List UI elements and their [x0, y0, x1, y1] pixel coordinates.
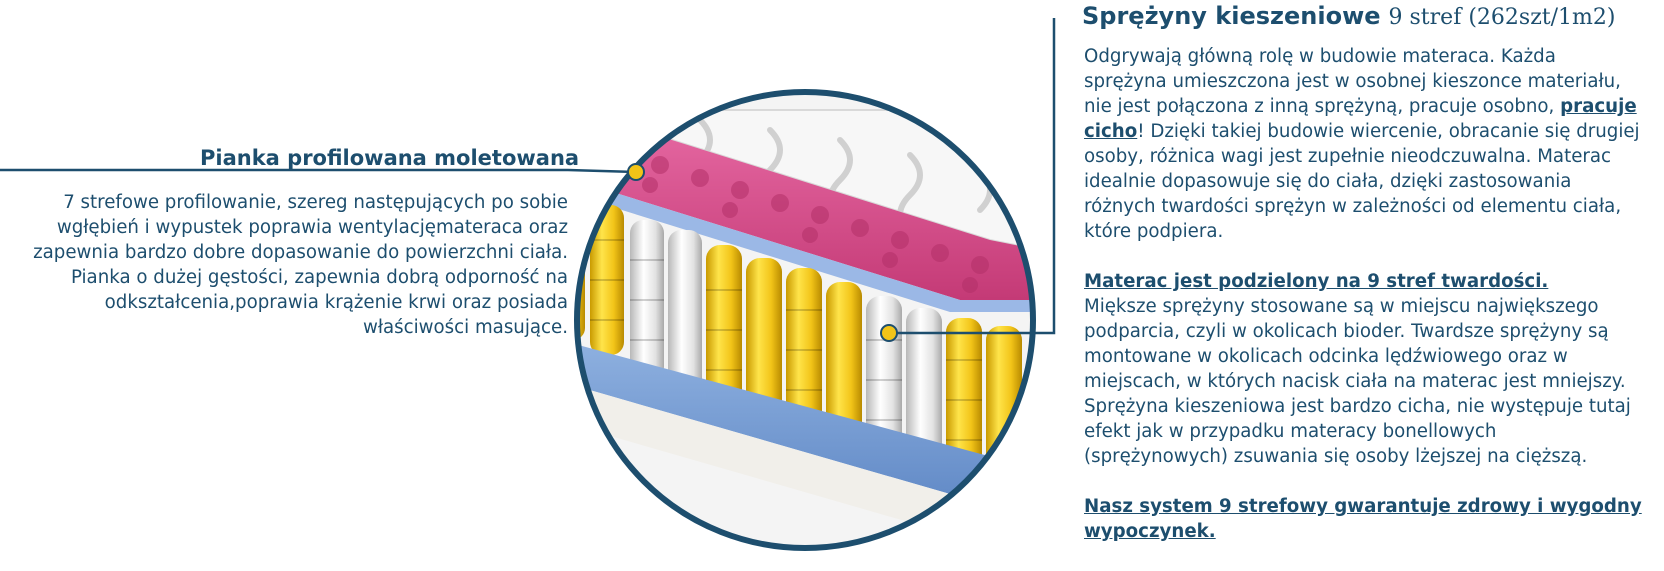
foam-description: 7 strefowe profilowanie, szereg następuj…: [0, 190, 568, 340]
foam-line: Pianka o dużej gęstości, zapewnia dobrą …: [70, 267, 568, 288]
foam-line: odkształcenia,poprawia krążenie krwi ora…: [104, 292, 568, 313]
zones-line: Sprężyna kieszeniowa jest bardzo cicha, …: [1084, 396, 1631, 417]
springs-subtitle: 9 stref (262szt/1m2): [1388, 5, 1616, 30]
springs-line: osoby, różnica wagi jest zupełnie nieodc…: [1084, 146, 1612, 167]
system-claim-line: Nasz system 9 strefowy gwarantuje zdrowy…: [1084, 496, 1642, 517]
zones-line: podparcia, czyli w okolicach bioder. Twa…: [1084, 321, 1609, 342]
foam-line: wgłębień i wypustek poprawia wentylacjęm…: [56, 217, 568, 238]
springs-line: idealnie dopasowuje się do ciała, dzięki…: [1084, 171, 1572, 192]
springs-line: które podpiera.: [1084, 221, 1224, 242]
zones-line: miejscach, w których nacisk ciała na mat…: [1084, 371, 1626, 392]
spring-callout-dot: [880, 324, 898, 342]
springs-line-text: ! Dzięki takiej budowie wiercenie, obrac…: [1137, 121, 1640, 142]
foam-line: właściwości masujące.: [362, 317, 568, 338]
springs-line: sprężyna umieszczona jest w osobnej kies…: [1084, 71, 1621, 92]
zones-line: efekt jak w przypadku materacy bonellowy…: [1084, 421, 1497, 442]
springs-heading: Sprężyny kieszeniowe 9 stref (262szt/1m2): [1082, 2, 1615, 30]
quiet-link-part2: cicho: [1084, 121, 1138, 142]
left-callout-line: [0, 168, 637, 174]
springs-description: Odgrywają główną rolę w budowie materaca…: [1084, 44, 1662, 544]
zones-line: (sprężynowych) zsuwania się osoby lżejsz…: [1084, 446, 1588, 467]
springs-title: Sprężyny kieszeniowe: [1082, 2, 1381, 30]
springs-line: Odgrywają główną rolę w budowie materaca…: [1084, 46, 1556, 67]
zones-line: Miększe sprężyny stosowane są w miejscu …: [1084, 296, 1599, 317]
quiet-link-part1: pracuje: [1560, 96, 1637, 117]
foam-callout-dot: [627, 163, 645, 181]
springs-line-text: nie jest połączona z inną sprężyną, prac…: [1084, 96, 1561, 117]
zoom-circle-border: [574, 89, 1036, 551]
zones-line: montowane w okolicach odcinka lędźwioweg…: [1084, 346, 1568, 367]
springs-line: nie jest połączona z inną sprężyną, prac…: [1084, 94, 1662, 119]
foam-line: 7 strefowe profilowanie, szereg następuj…: [63, 192, 568, 213]
springs-line: różnych twardości sprężyn w zależności o…: [1084, 196, 1622, 217]
system-claim-line: wypoczynek.: [1084, 521, 1216, 542]
right-callout-line: [889, 18, 1056, 335]
springs-line: cicho! Dzięki takiej budowie wiercenie, …: [1084, 119, 1662, 144]
foam-line: zapewnia bardzo dobre dopasowanie do pow…: [33, 242, 568, 263]
foam-heading: Pianka profilowana moletowana: [200, 146, 580, 170]
zones-heading: Materac jest podzielony na 9 stref tward…: [1084, 271, 1549, 292]
base-foam-layer: [577, 340, 1033, 520]
